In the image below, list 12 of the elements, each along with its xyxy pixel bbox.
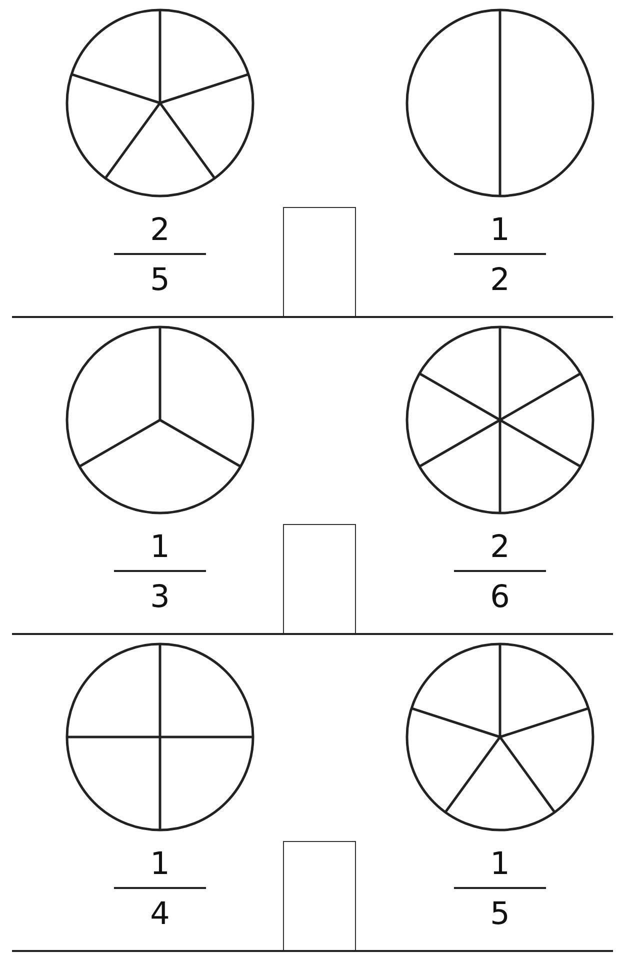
denominator: 2 <box>490 261 510 299</box>
numerator: 2 <box>490 528 510 566</box>
numerator: 1 <box>150 528 170 566</box>
denominator: 5 <box>150 261 170 299</box>
numerator: 1 <box>490 211 510 249</box>
denominator: 5 <box>490 895 510 933</box>
denominator: 6 <box>490 578 510 616</box>
numerator: 2 <box>150 211 170 249</box>
numerator: 1 <box>490 845 510 883</box>
denominator: 4 <box>150 895 170 933</box>
denominator: 3 <box>150 578 170 616</box>
numerator: 1 <box>150 845 170 883</box>
